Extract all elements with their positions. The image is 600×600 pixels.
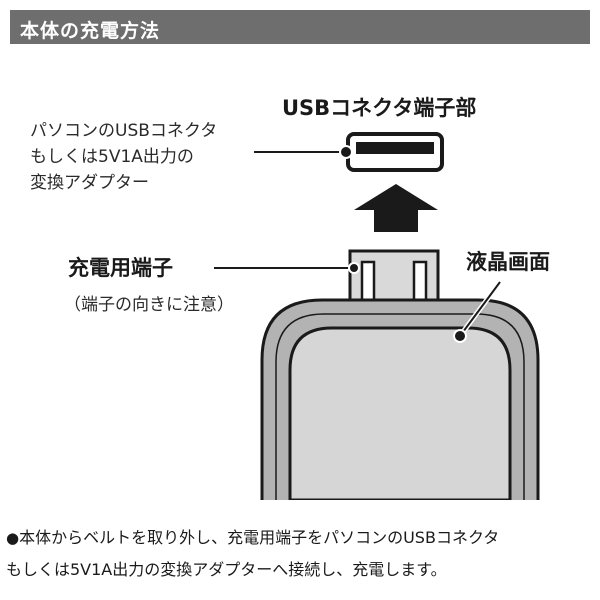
instructions-text: ●本体からベルトを取り外し、充電用端子をパソコンのUSBコネクタ もしくは5V1… [6, 522, 596, 586]
instructions-line-2: もしくは5V1A出力の変換アダプターへ接続し、充電します。 [6, 560, 447, 579]
charging-terminal-pointer-dot [348, 262, 360, 274]
lcd-pointer [459, 281, 501, 337]
pc-adapter-pointer-dot [339, 145, 353, 159]
bullet-icon: ● [6, 529, 20, 547]
charging-terminal-label: 充電用端子 [68, 256, 173, 280]
device-body-icon [260, 298, 540, 500]
section-header: 本体の充電方法 [10, 10, 590, 44]
lcd-screen-label: 液晶画面 [466, 250, 550, 274]
up-arrow-icon [354, 184, 438, 232]
instructions-line-1: ●本体からベルトを取り外し、充電用端子をパソコンのUSBコネクタ [6, 522, 596, 554]
pc-adapter-label-line: もしくは5V1A出力の [30, 147, 194, 167]
pc-adapter-label: パソコンのUSBコネクタ もしくは5V1A出力の 変換アダプター [30, 118, 217, 196]
pc-adapter-label-line: 変換アダプター [30, 173, 149, 193]
pc-adapter-label-line: パソコンのUSBコネクタ [30, 121, 218, 141]
instructions-line-1-text: 本体からベルトを取り外し、充電用端子をパソコンのUSBコネクタ [19, 528, 500, 547]
lcd-pointer-dot [453, 329, 467, 343]
usb-connector-label: USBコネクタ端子部 [282, 96, 477, 120]
charging-diagram [214, 132, 540, 500]
charging-terminal-note: （端子の向きに注意） [64, 295, 234, 315]
usb-connector-icon [346, 132, 444, 172]
section-title: 本体の充電方法 [20, 20, 161, 42]
